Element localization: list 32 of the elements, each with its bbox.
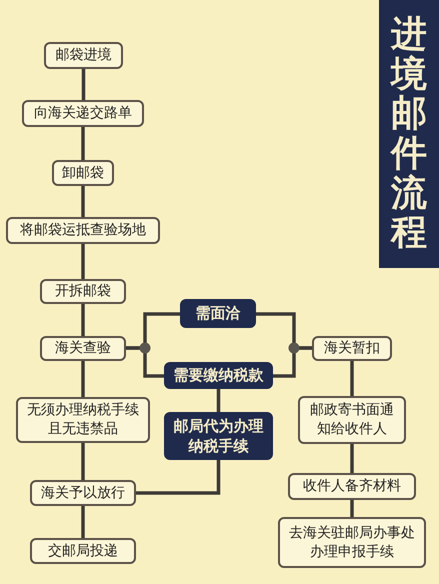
connector-line	[350, 361, 354, 396]
process-box: 邮政寄书面通知给收件人	[298, 396, 406, 444]
connector-line	[273, 346, 312, 378]
connector-line	[126, 346, 164, 378]
process-box: 收件人备齐材料	[288, 473, 416, 500]
process-box: 海关予以放行	[30, 480, 136, 506]
process-box: 海关暂扣	[312, 336, 392, 361]
connector-line	[81, 304, 85, 336]
connector-line	[136, 460, 220, 495]
process-box: 向海关递交路单	[22, 100, 144, 127]
connector-line	[81, 443, 85, 480]
process-box: 无须办理纳税手续且无违禁品	[16, 397, 150, 443]
connector-line	[82, 69, 86, 100]
connector-line	[350, 500, 354, 517]
highlight-box: 需面洽	[180, 299, 256, 328]
process-box: 开拆邮袋	[40, 279, 126, 304]
process-box: 将邮袋运抵查验场地	[6, 217, 160, 244]
connector-line	[81, 127, 85, 160]
process-box: 去海关驻邮局办事处办理申报手续	[278, 517, 426, 568]
process-box: 卸邮袋	[52, 160, 114, 186]
process-box: 交邮局投递	[30, 538, 136, 564]
process-box: 海关查验	[40, 336, 126, 361]
title: 进境邮件流程	[391, 15, 427, 253]
connector-line	[81, 506, 85, 538]
connector-line	[81, 244, 85, 279]
connector-line	[81, 186, 85, 217]
process-box: 邮袋进境	[44, 42, 123, 69]
connector-line	[350, 444, 354, 473]
connector-line	[216, 389, 220, 412]
highlight-box: 需要缴纳税款	[164, 362, 273, 389]
highlight-box: 邮局代为办理纳税手续	[164, 412, 273, 460]
connector-line	[81, 361, 85, 397]
